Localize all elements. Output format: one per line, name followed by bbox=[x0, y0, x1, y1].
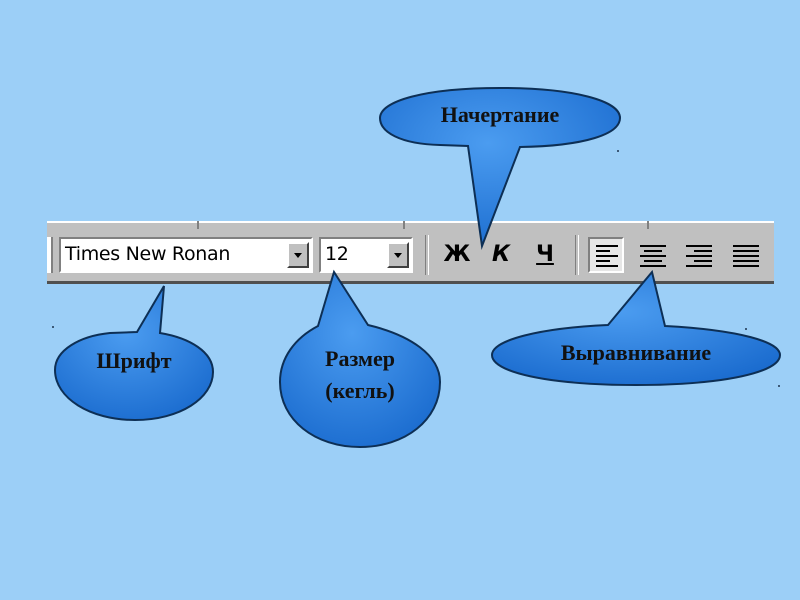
toolbar-left-edge bbox=[47, 237, 53, 273]
speck bbox=[617, 150, 619, 152]
align-callout-label: Выравнивание bbox=[560, 340, 712, 365]
style-callout-bubble bbox=[378, 86, 622, 250]
toolbar-top-divider bbox=[647, 221, 649, 229]
size-callout-bubble bbox=[278, 269, 442, 449]
style-callout-label: Начертание bbox=[440, 102, 560, 127]
underline-button[interactable]: Ч bbox=[536, 242, 554, 267]
speck bbox=[745, 328, 747, 330]
size-callout-label-line1: Размер bbox=[325, 346, 395, 371]
align-right-button[interactable] bbox=[680, 237, 716, 273]
font-callout-bubble bbox=[53, 285, 215, 422]
font-size-combo[interactable]: 12 bbox=[319, 237, 413, 273]
italic-button[interactable]: К bbox=[492, 242, 510, 267]
formatting-toolbar: Times New Ronan 12 Ж К Ч bbox=[47, 221, 774, 284]
align-left-button[interactable] bbox=[588, 237, 624, 273]
toolbar-separator bbox=[425, 235, 429, 275]
toolbar-top-divider bbox=[403, 221, 405, 229]
font-name-value: Times New Ronan bbox=[65, 243, 231, 265]
font-callout-label: Шрифт bbox=[96, 348, 172, 373]
speck bbox=[778, 385, 780, 387]
toolbar-top-divider bbox=[197, 221, 199, 229]
align-callout-bubble bbox=[490, 269, 782, 387]
toolbar-separator bbox=[575, 235, 579, 275]
size-callout-label-line2: (кегль) bbox=[325, 378, 395, 403]
align-center-button[interactable] bbox=[634, 237, 670, 273]
speck bbox=[52, 326, 54, 328]
bold-button[interactable]: Ж bbox=[443, 242, 471, 267]
font-size-value: 12 bbox=[325, 243, 349, 265]
font-name-dropdown-icon[interactable] bbox=[287, 242, 309, 268]
align-justify-button[interactable] bbox=[727, 237, 763, 273]
font-size-dropdown-icon[interactable] bbox=[387, 242, 409, 268]
font-name-combo[interactable]: Times New Ronan bbox=[59, 237, 313, 273]
